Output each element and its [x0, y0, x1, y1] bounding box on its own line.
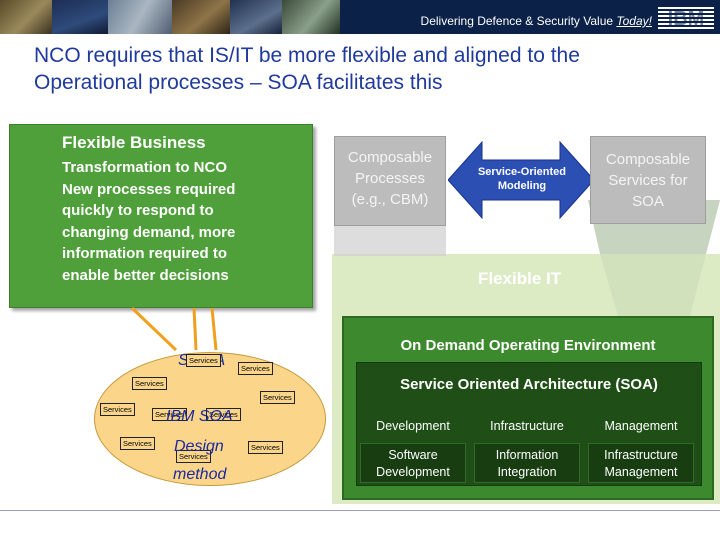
footer-divider [0, 510, 720, 511]
banner-photo-3 [108, 0, 172, 34]
soa-cell-infrastructure-management: Infrastructure Management [604, 448, 678, 479]
service-box: Services [248, 441, 283, 454]
ibm-soa-label: IBM SOA [166, 408, 233, 425]
on-demand-title: On Demand Operating Environment [400, 337, 656, 354]
composable-processes-line-3: (e.g., CBM) [351, 191, 429, 208]
service-box: Services [152, 408, 187, 421]
composable-services-line-2: Services for [608, 172, 688, 189]
service-oriented-modeling-arrow [448, 140, 594, 220]
service-box: Services [238, 362, 273, 375]
composable-processes-box: Composable Processes (e.g., CBM) [334, 136, 446, 226]
soa-cell-information-integration: Information Integration [495, 448, 559, 479]
soa-subbox-information [474, 443, 580, 483]
flexible-business-box: Flexible Business Transformation to NCO … [9, 124, 313, 308]
flexible-it-label: Flexible IT [478, 269, 562, 288]
soa-cell-development: Development [376, 419, 450, 433]
soa-subbox-software [360, 443, 466, 483]
banner-photo-2 [52, 0, 108, 34]
service-box: Services [186, 354, 221, 367]
service-box: Services [100, 403, 135, 416]
banner-photo-1 [0, 0, 52, 34]
composable-services-box: Composable Services for SOA [590, 136, 706, 224]
title-line-2: Operational processes – SOA facilitates … [34, 71, 443, 94]
method-label: method [173, 466, 227, 483]
tagline: Delivering Defence & Security Value Toda… [420, 14, 652, 28]
banner-photo-4 [172, 0, 230, 34]
service-oriented-modeling-label: Service-Oriented Modeling [477, 166, 567, 192]
service-box: Services [132, 377, 167, 390]
service-box: Services [260, 391, 295, 404]
ibm-logo: IBM [658, 7, 714, 30]
composable-services-line-1: Composable [605, 151, 691, 168]
design-label: Design [174, 438, 224, 455]
banner-photo-5 [230, 0, 282, 34]
soa-cell-software-development: Software Development [376, 448, 450, 479]
composable-processes-line-1: Composable [347, 149, 433, 166]
soa-cell-infrastructure: Infrastructure [490, 419, 564, 433]
soa-cell-management: Management [604, 419, 678, 433]
composable-processes-line-2: Processes [354, 170, 426, 187]
service-box: Services [120, 437, 155, 450]
header-banner: Delivering Defence & Security Value Toda… [0, 0, 720, 34]
soa-title: Service Oriented Architecture (SOA) [400, 376, 658, 393]
soa-subbox-infra-mgmt [588, 443, 694, 483]
svg-text:IBM: IBM [668, 8, 705, 30]
service-box: Services [176, 450, 211, 463]
service-box: Services [206, 408, 241, 421]
flexible-business-text: Transformation to NCO New processes requ… [62, 159, 236, 284]
banner-photo-6 [282, 0, 340, 34]
flexible-business-heading: Flexible Business [62, 133, 206, 152]
slide-title: NCO requires that IS/IT be more flexible… [34, 42, 704, 96]
title-line-1: NCO requires that IS/IT be more flexible… [34, 44, 580, 67]
composable-services-line-3: SOA [632, 193, 664, 210]
